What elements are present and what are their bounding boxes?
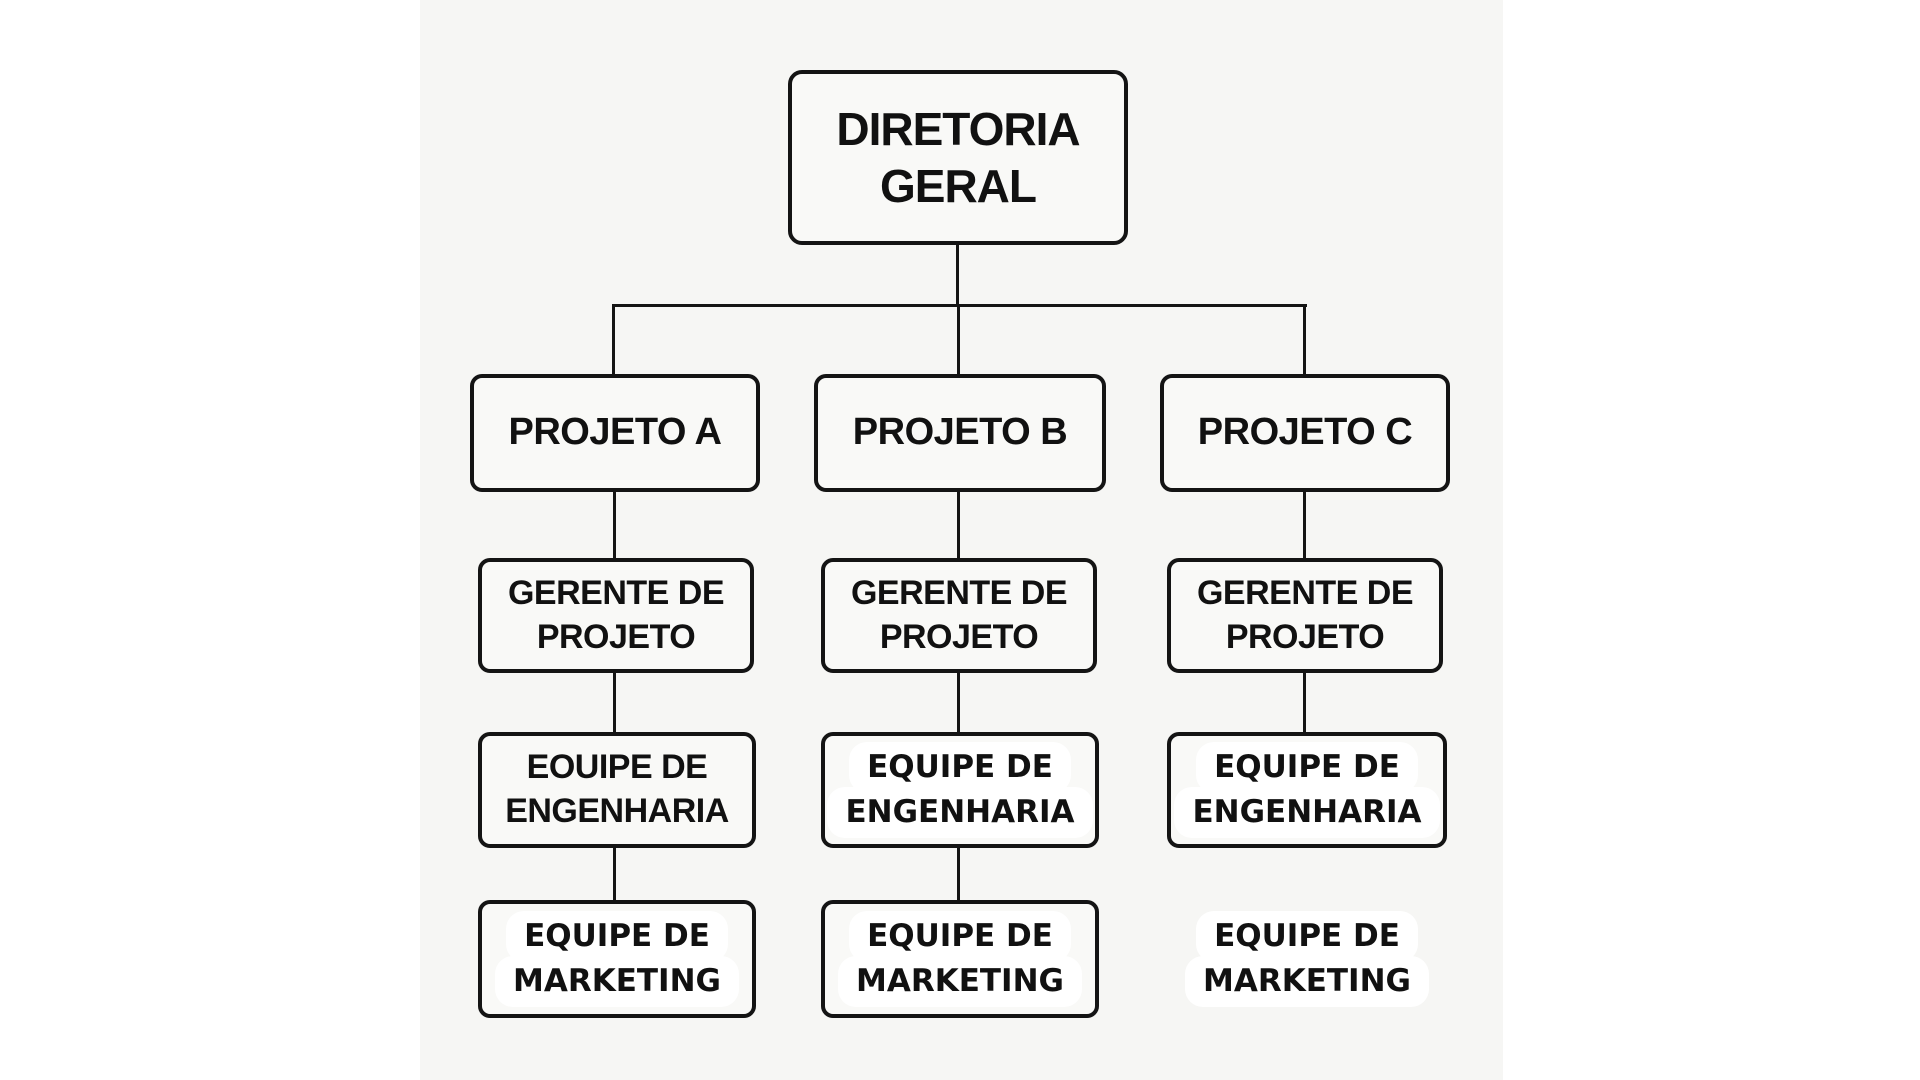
connector-root-stem (956, 245, 959, 307)
node-equipe-engenharia-b: EQUIPE DE ENGENHARIA (821, 732, 1099, 848)
connector-a-engenharia-marketing (613, 846, 616, 902)
label-line: MARKETING (495, 956, 739, 1007)
label-line: EQUIPE DE (506, 911, 728, 962)
node-projeto-b: PROJETO B (814, 374, 1106, 492)
connector-b-gerente-engenharia (957, 671, 960, 734)
connector-a-gerente-engenharia (613, 671, 616, 734)
label-line: PROJETO (879, 617, 1039, 656)
node-diretoria-geral: DIRETORIA GERAL (788, 70, 1128, 245)
label-line: PROJETO (536, 617, 696, 656)
label-line: PROJETO (1225, 617, 1385, 656)
label-line: EQUIPE DE (849, 742, 1071, 793)
node-gerente-projeto-a: GERENTE DE PROJETO (478, 558, 754, 673)
label-line: GERENTE DE (1196, 573, 1414, 612)
label-line: DIRETORIA (836, 103, 1080, 156)
connector-b-engenharia-marketing (957, 846, 960, 902)
node-equipe-engenharia-c: EQUIPE DE ENGENHARIA (1167, 732, 1447, 848)
node-equipe-marketing-c: EQUIPE DE MARKETING (1167, 900, 1447, 1018)
label-line: GERENTE DE (850, 573, 1068, 612)
label-line: GERENTE DE (507, 573, 725, 612)
label-line: PROJETO C (1197, 411, 1413, 454)
connector-drop-a (612, 304, 615, 374)
label-line: EQUIPE DE (849, 911, 1071, 962)
label-line: MARKETING (1185, 956, 1429, 1007)
label-line: ENGENHARIA (505, 792, 729, 830)
node-equipe-marketing-b: EQUIPE DE MARKETING (821, 900, 1099, 1018)
label-line: PROJETO B (852, 411, 1068, 454)
node-gerente-projeto-c: GERENTE DE PROJETO (1167, 558, 1443, 673)
label-line: PROJETO A (508, 411, 723, 454)
label-line: EOUIPE DE (526, 748, 708, 787)
connector-a-projeto-gerente (613, 490, 616, 560)
node-gerente-projeto-b: GERENTE DE PROJETO (821, 558, 1097, 673)
label-line: ENGENHARIA (827, 787, 1093, 838)
label-line: ENGENHARIA (1174, 787, 1440, 838)
node-projeto-a: PROJETO A (470, 374, 760, 492)
connector-b-projeto-gerente (957, 490, 960, 560)
node-equipe-marketing-a: EQUIPE DE MARKETING (478, 900, 756, 1018)
node-projeto-c: PROJETO C (1160, 374, 1450, 492)
connector-drop-c (1303, 304, 1306, 374)
connector-drop-b (957, 304, 960, 374)
connector-c-projeto-gerente (1303, 490, 1306, 560)
connector-c-gerente-engenharia (1303, 671, 1306, 734)
label-line: GERAL (880, 159, 1037, 212)
node-equipe-engenharia-a: EOUIPE DE ENGENHARIA (478, 732, 756, 848)
label-line: EQUIPE DE (1196, 911, 1418, 962)
label-line: MARKETING (838, 956, 1082, 1007)
label-line: EQUIPE DE (1196, 742, 1418, 793)
